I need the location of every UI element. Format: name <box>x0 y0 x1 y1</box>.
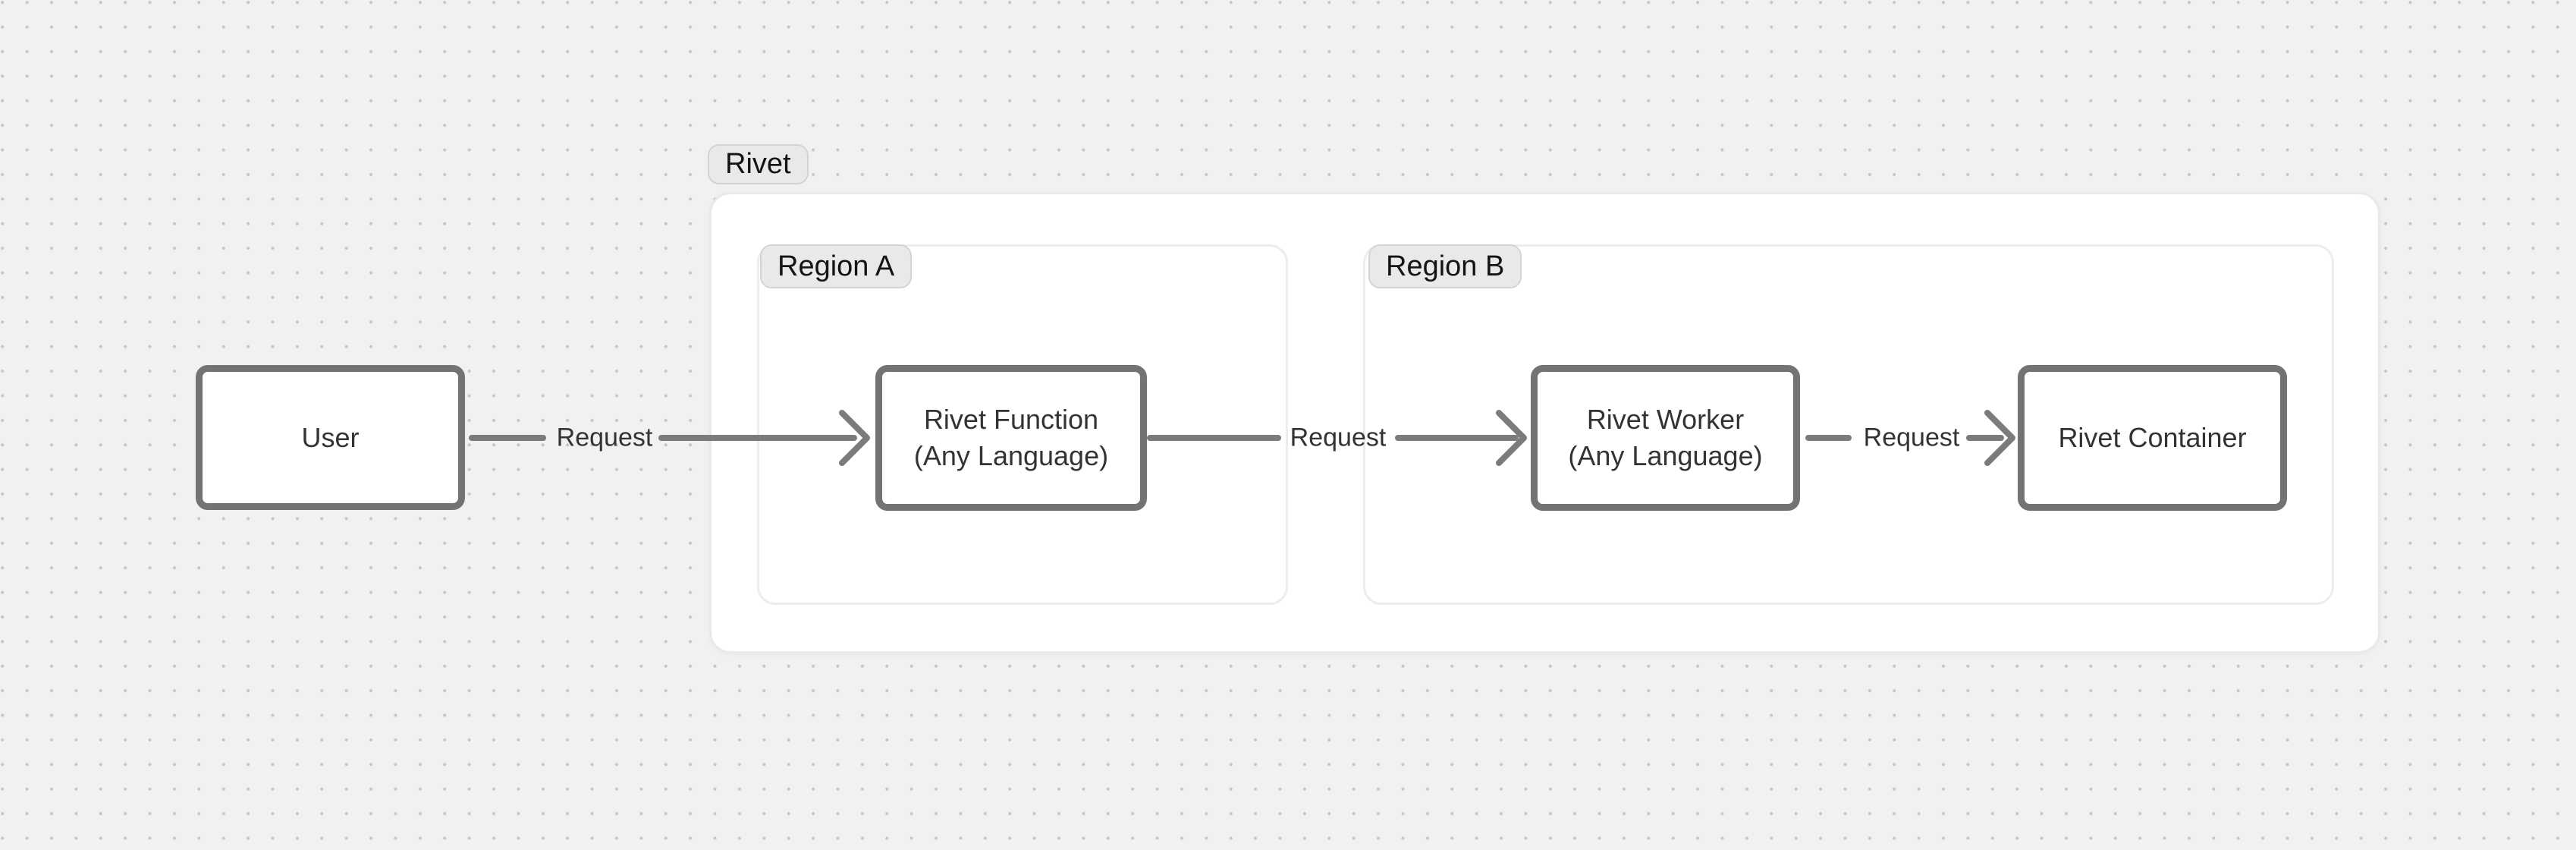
node-rivet-container-label: Rivet Container <box>2058 422 2247 453</box>
region-b-badge: Region B <box>1368 244 1522 288</box>
rivet-group-badge: Rivet <box>708 144 809 184</box>
node-rivet-worker-line2: (Any Language) <box>1568 440 1763 471</box>
node-rivet-worker: Rivet Worker (Any Language) <box>1531 365 1800 511</box>
region-b-label: Region B <box>1386 250 1505 282</box>
arrow-user-to-function <box>469 410 870 466</box>
edge-label-worker-container: Request <box>1863 423 1960 452</box>
arrow-worker-to-container <box>1805 410 2015 466</box>
edge-label-function-worker: Request <box>1290 423 1387 452</box>
region-a-label: Region A <box>778 250 895 282</box>
arrow-function-to-worker <box>1147 410 1527 466</box>
node-user: User <box>196 365 465 510</box>
rivet-group-label: Rivet <box>725 148 791 180</box>
arrowhead-icon <box>1496 410 1527 466</box>
arrowhead-icon <box>839 410 870 466</box>
node-rivet-function-line1: Rivet Function <box>923 404 1099 435</box>
edge-label-user-function: Request <box>556 423 653 452</box>
node-rivet-container: Rivet Container <box>2018 365 2287 511</box>
node-rivet-function: Rivet Function (Any Language) <box>875 365 1147 511</box>
arrowhead-icon <box>1984 410 2015 466</box>
node-rivet-function-line2: (Any Language) <box>913 440 1109 471</box>
region-a-badge: Region A <box>760 244 913 288</box>
node-user-label: User <box>301 421 360 453</box>
node-rivet-worker-line1: Rivet Worker <box>1586 404 1745 435</box>
